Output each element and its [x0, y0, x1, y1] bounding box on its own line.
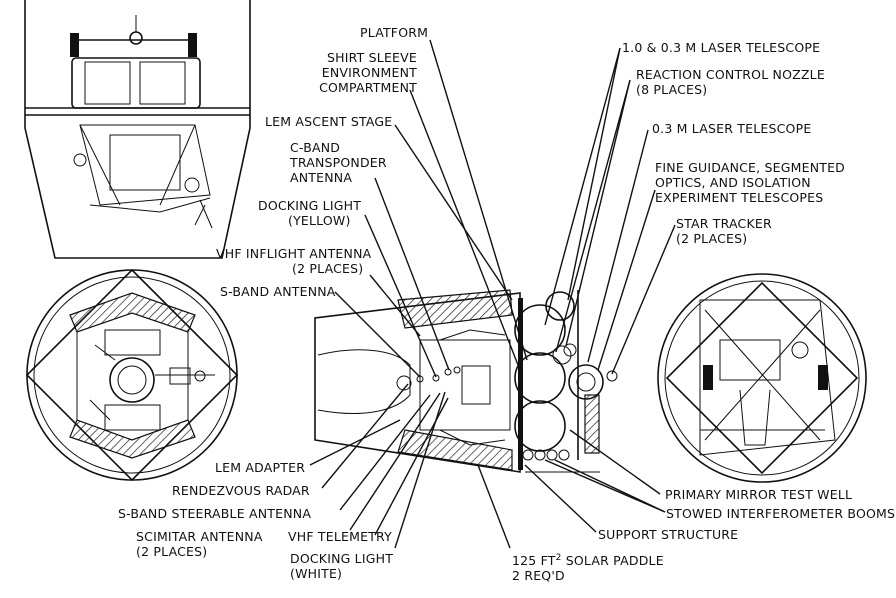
- label-solar-paddle: 125 FT2 SOLAR PADDLE 2 REQ'D: [512, 553, 664, 584]
- label-shirt-sleeve: SHIRT SLEEVE ENVIRONMENT COMPARTMENT: [319, 50, 417, 95]
- label-platform: PLATFORM: [360, 25, 429, 40]
- side-view: [24, 0, 251, 259]
- label-c-band-antenna: C-BAND TRANSPONDER ANTENNA: [290, 140, 387, 185]
- label-reaction-control-nozzle: REACTION CONTROL NOZZLE (8 PLACES): [636, 67, 825, 97]
- label-docking-light-white: DOCKING LIGHT (WHITE): [290, 551, 394, 581]
- label-vhf-telemetry: VHF TELEMETRY: [288, 529, 392, 544]
- right-end-view: [657, 273, 867, 483]
- main-spacecraft: [314, 289, 618, 473]
- label-lem-adapter: LEM ADAPTER: [215, 460, 306, 475]
- label-fine-guidance: FINE GUIDANCE, SEGMENTED OPTICS, AND ISO…: [655, 160, 846, 205]
- label-s-band-steerable-antenna: S-BAND STEERABLE ANTENNA: [118, 506, 312, 521]
- leader-lines: [309, 39, 676, 549]
- label-laser-telescope-small: 0.3 M LASER TELESCOPE: [652, 121, 812, 136]
- label-stowed-interferometer-booms: STOWED INTERFEROMETER BOOMS: [666, 506, 896, 521]
- label-support-structure: SUPPORT STRUCTURE: [598, 527, 739, 542]
- label-primary-mirror-test-well: PRIMARY MIRROR TEST WELL: [665, 487, 853, 502]
- label-laser-telescope-pair: 1.0 & 0.3 M LASER TELESCOPE: [622, 40, 821, 55]
- label-vhf-inflight-antenna: VHF INFLIGHT ANTENNA (2 PLACES): [216, 246, 372, 276]
- solar-paddle-text: SOLAR PADDLE: [561, 553, 664, 569]
- label-docking-light-yellow: DOCKING LIGHT (YELLOW): [258, 198, 362, 228]
- label-star-tracker: STAR TRACKER (2 PLACES): [676, 216, 772, 246]
- solar-paddle-area: 125 FT: [512, 553, 556, 569]
- left-end-view: [25, 268, 239, 482]
- solar-paddle-superscript: 2: [555, 553, 562, 563]
- label-scimitar-antenna: SCIMITAR ANTENNA (2 PLACES): [136, 529, 263, 559]
- label-s-band-antenna: S-BAND ANTENNA: [220, 284, 336, 299]
- label-lem-ascent-stage: LEM ASCENT STAGE: [265, 114, 393, 129]
- label-rendezvous-radar: RENDEZVOUS RADAR: [172, 483, 310, 498]
